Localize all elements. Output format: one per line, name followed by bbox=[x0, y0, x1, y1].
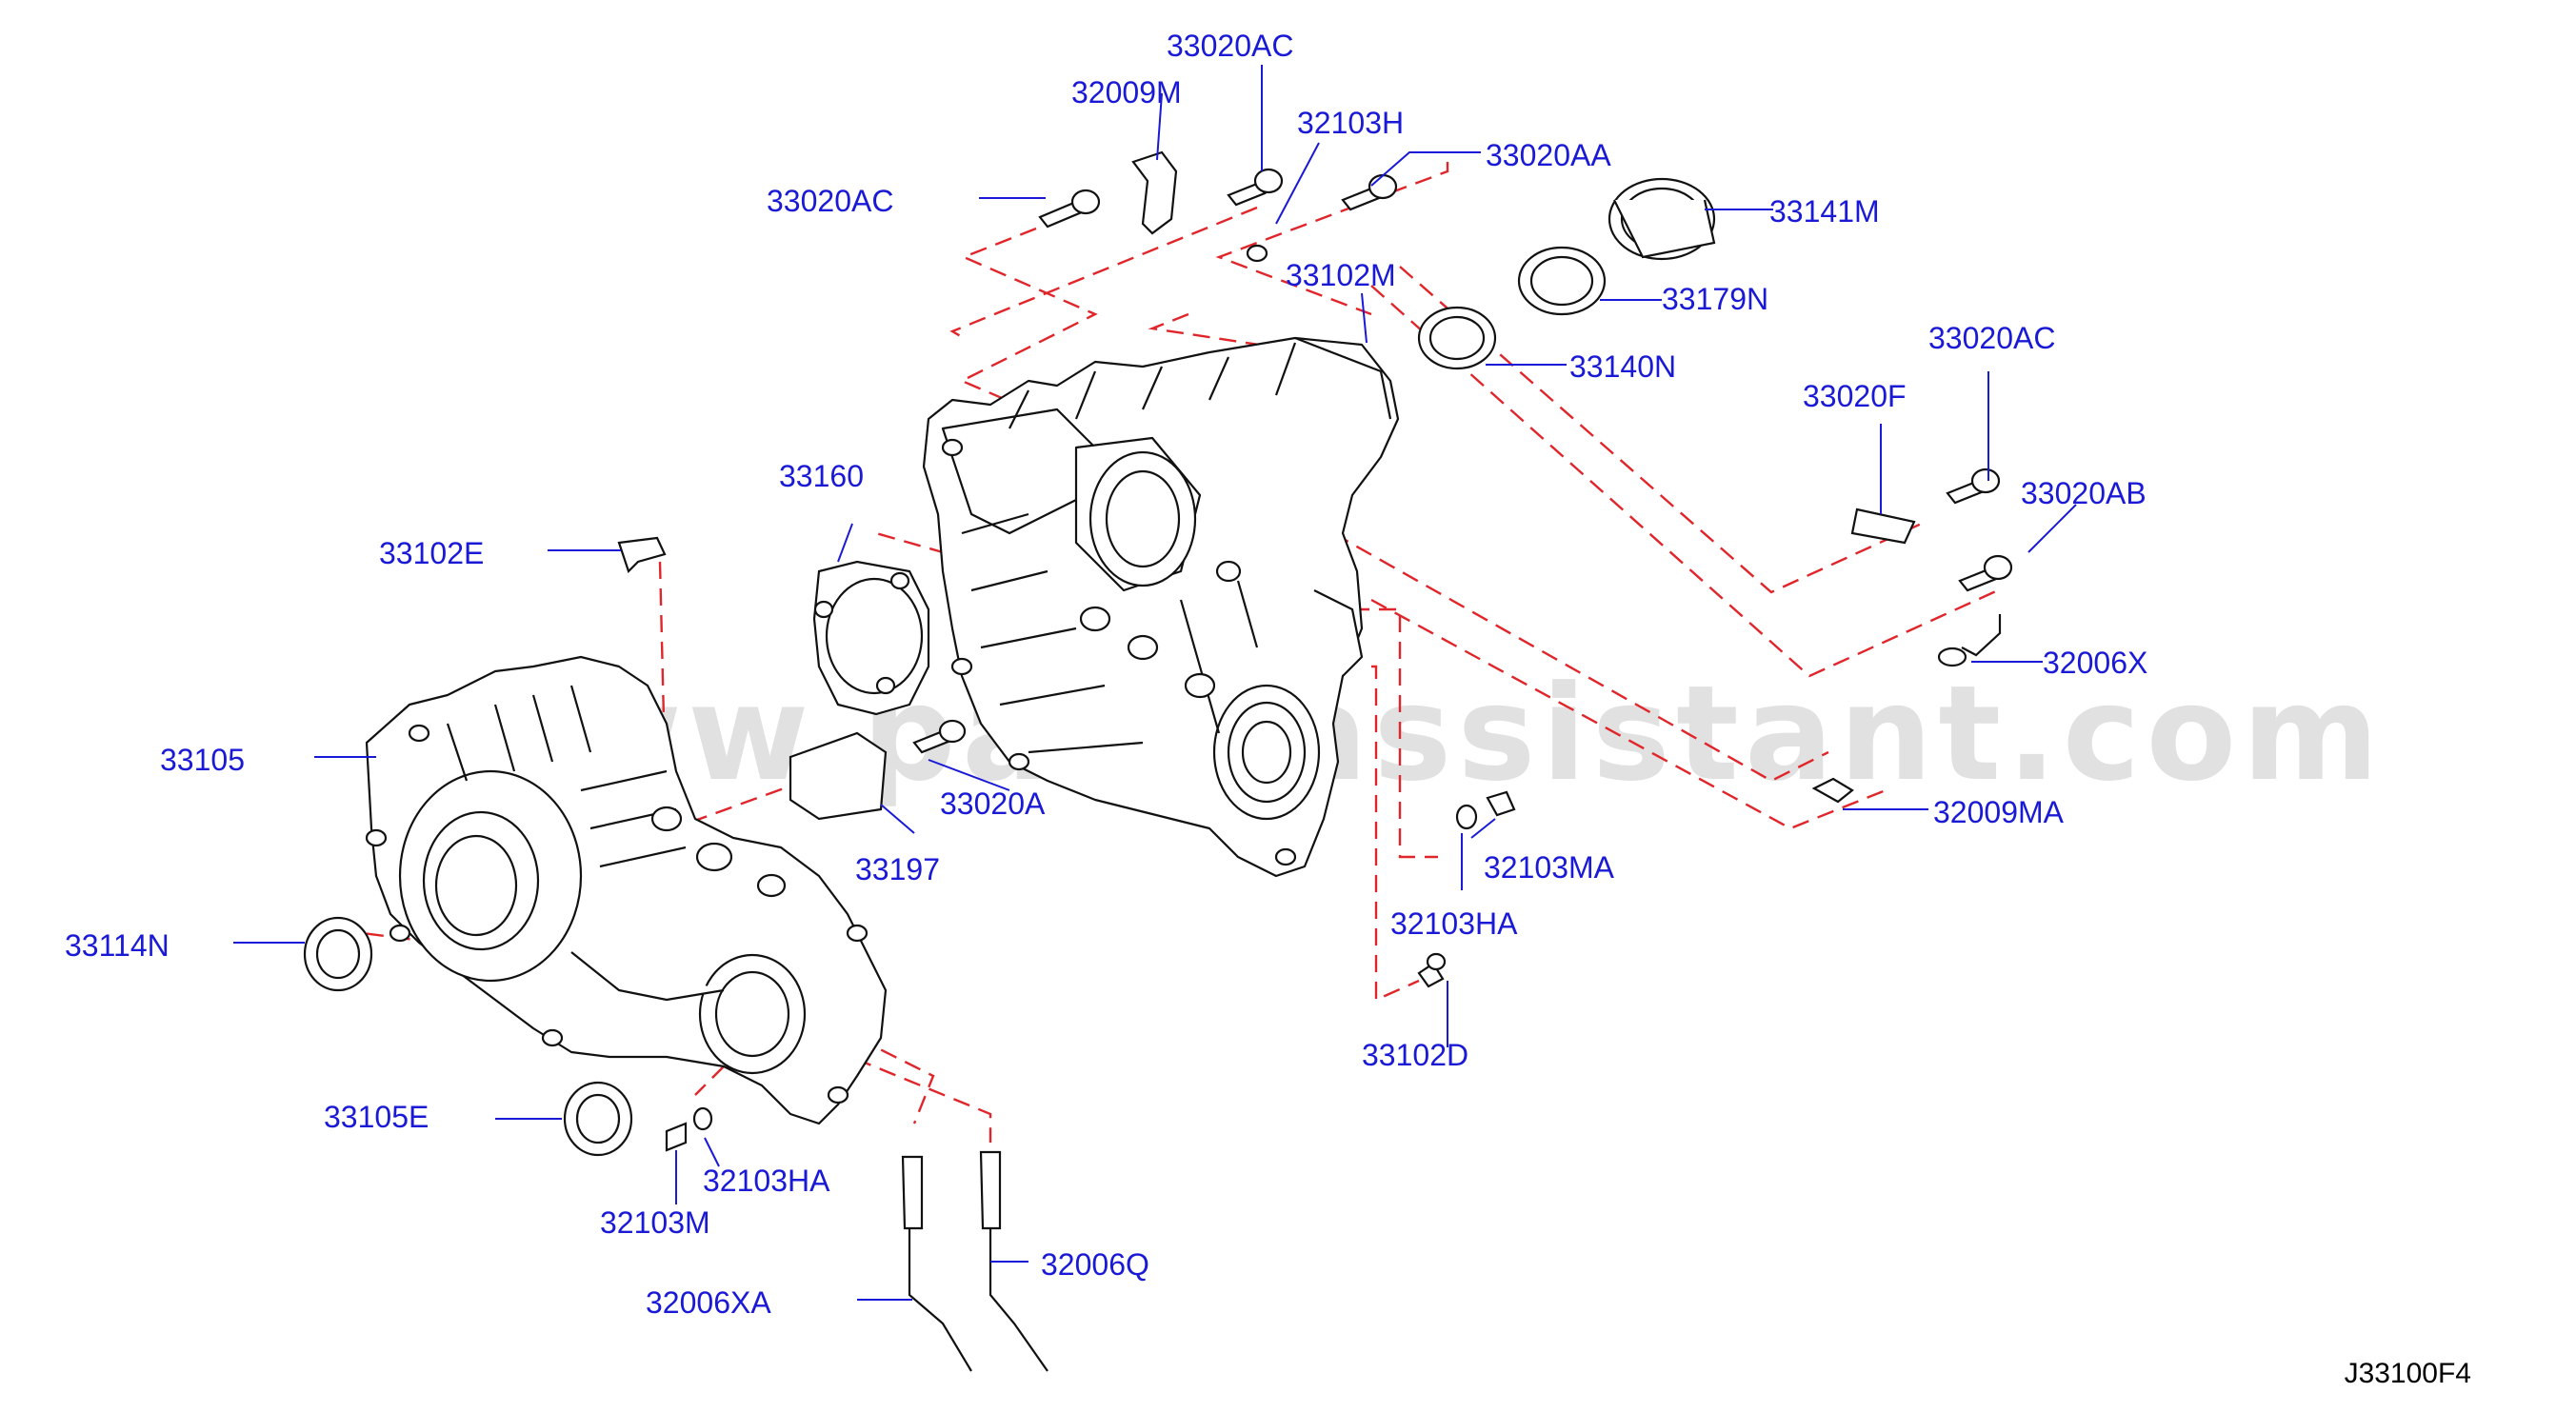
brackets bbox=[789, 150, 1916, 821]
part-label-33102M[interactable]: 33102M bbox=[1286, 258, 1396, 292]
part-label-33179N[interactable]: 33179N bbox=[1662, 282, 1769, 316]
part-label-33197[interactable]: 33197 bbox=[855, 852, 940, 886]
part-label-32103HA-right[interactable]: 32103HA bbox=[1390, 906, 1518, 941]
part-label-33105E[interactable]: 33105E bbox=[324, 1100, 429, 1134]
part-label-33020AC-left[interactable]: 33020AC bbox=[767, 184, 894, 218]
gasket-33160 bbox=[812, 560, 930, 716]
part-label-33140N[interactable]: 33140N bbox=[1569, 349, 1677, 384]
diagram-code: J33100F4 bbox=[2344, 1358, 2471, 1389]
part-label-32006X[interactable]: 32006X bbox=[2043, 646, 2148, 680]
part-label-33141M[interactable]: 33141M bbox=[1769, 194, 1880, 229]
seal-rings bbox=[303, 177, 1716, 1157]
part-label-33020AC-right[interactable]: 33020AC bbox=[1928, 321, 2056, 355]
part-label-33020AC-top[interactable]: 33020AC bbox=[1167, 29, 1294, 63]
part-label-32103M[interactable]: 32103M bbox=[600, 1205, 710, 1240]
part-label-32103MA[interactable]: 32103MA bbox=[1484, 850, 1614, 885]
part-label-33105[interactable]: 33105 bbox=[160, 743, 245, 777]
part-label-32103HA-left[interactable]: 32103HA bbox=[703, 1164, 830, 1198]
part-label-33102D[interactable]: 33102D bbox=[1362, 1038, 1469, 1072]
leader-lines bbox=[233, 65, 2077, 1301]
part-label-32006XA[interactable]: 32006XA bbox=[646, 1285, 771, 1320]
part-label-32009MA[interactable]: 32009MA bbox=[1933, 795, 2064, 829]
part-label-32103H[interactable]: 32103H bbox=[1297, 106, 1405, 140]
part-label-33020A[interactable]: 33020A bbox=[940, 786, 1046, 821]
part-label-33020F[interactable]: 33020F bbox=[1803, 379, 1907, 413]
part-label-33020AB[interactable]: 33020AB bbox=[2021, 476, 2147, 510]
part-label-33102E[interactable]: 33102E bbox=[379, 536, 485, 570]
part-label-33020AA[interactable]: 33020AA bbox=[1486, 138, 1611, 172]
front-case-33105 bbox=[365, 655, 888, 1125]
part-label-32006Q[interactable]: 32006Q bbox=[1041, 1247, 1149, 1282]
part-label-33160[interactable]: 33160 bbox=[779, 459, 864, 493]
part-label-32009M[interactable]: 32009M bbox=[1071, 75, 1182, 109]
rear-case-33102M bbox=[922, 336, 1400, 878]
sensors bbox=[901, 614, 2002, 1372]
part-label-33114N[interactable]: 33114N bbox=[65, 928, 170, 963]
